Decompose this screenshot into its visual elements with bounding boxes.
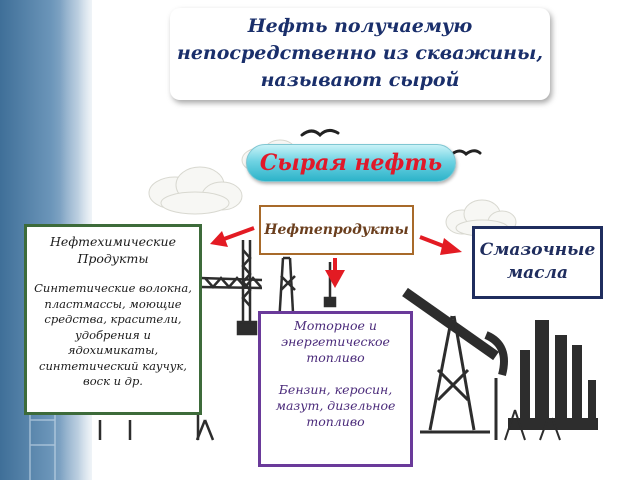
pumpjack-silhouette	[402, 287, 508, 440]
petrochemical-line: пластмассы, моющие	[44, 296, 182, 311]
refinery-towers	[504, 409, 561, 441]
motor-fuel-line-3: топливо	[306, 350, 365, 365]
petrochemical-line: средства, красители,	[44, 312, 182, 326]
cloud-left	[148, 166, 243, 215]
motor-fuel-box: Моторное и энергетическое топливо Бензин…	[258, 311, 413, 467]
lubricants-line-1: Смазочные	[479, 240, 596, 260]
oil-products-label: Нефтепродукты	[264, 222, 409, 238]
crane-silhouette	[199, 240, 263, 336]
seagull-icon	[300, 128, 340, 138]
lubricants-box: Смазочные масла	[472, 226, 603, 299]
petrochemical-line: удобрения и	[75, 327, 151, 342]
petrochemical-line: ядохимикаты,	[67, 343, 159, 357]
petrochemical-heading: Нефтехимические Продукты	[31, 233, 195, 267]
petrochemical-heading-line-2: Продукты	[77, 251, 149, 266]
title-line-2: непосредственно из скважины,	[176, 42, 543, 64]
petrochemical-box: Нефтехимические Продукты Синтетические в…	[24, 224, 202, 415]
arrow-to-petrochemical	[210, 226, 255, 247]
oil-products-box: Нефтепродукты	[259, 205, 414, 255]
petrochemical-line: Синтетические волокна,	[34, 281, 192, 295]
title-box: Нефть получаемую непосредственно из сква…	[170, 8, 550, 100]
lubricants-line-2: масла	[507, 263, 568, 283]
petrochemical-heading-line-1: Нефтехимические	[50, 234, 176, 249]
derrick-hook	[323, 262, 337, 308]
refinery-silhouette	[508, 320, 598, 430]
motor-fuel-line-6: топливо	[306, 414, 365, 429]
petrochemical-line: синтетический каучук,	[39, 358, 187, 373]
crude-oil-label: Сырая нефть	[246, 144, 456, 182]
title-line-1: Нефть получаемую	[247, 15, 473, 37]
motor-fuel-line-2: энергетическое	[281, 334, 390, 349]
seagull-icon	[450, 149, 482, 156]
title-line-3: называют сырой	[260, 69, 460, 91]
arrow-to-motor-fuel	[325, 258, 345, 288]
arrow-to-lubricants	[419, 235, 462, 255]
motor-fuel-line-5: мазут, дизельное	[275, 398, 396, 413]
motor-fuel-line-4: Бензин, керосин,	[278, 382, 393, 397]
motor-fuel-line-1: Моторное и	[294, 318, 377, 333]
petrochemical-line: воск и др.	[83, 374, 143, 388]
